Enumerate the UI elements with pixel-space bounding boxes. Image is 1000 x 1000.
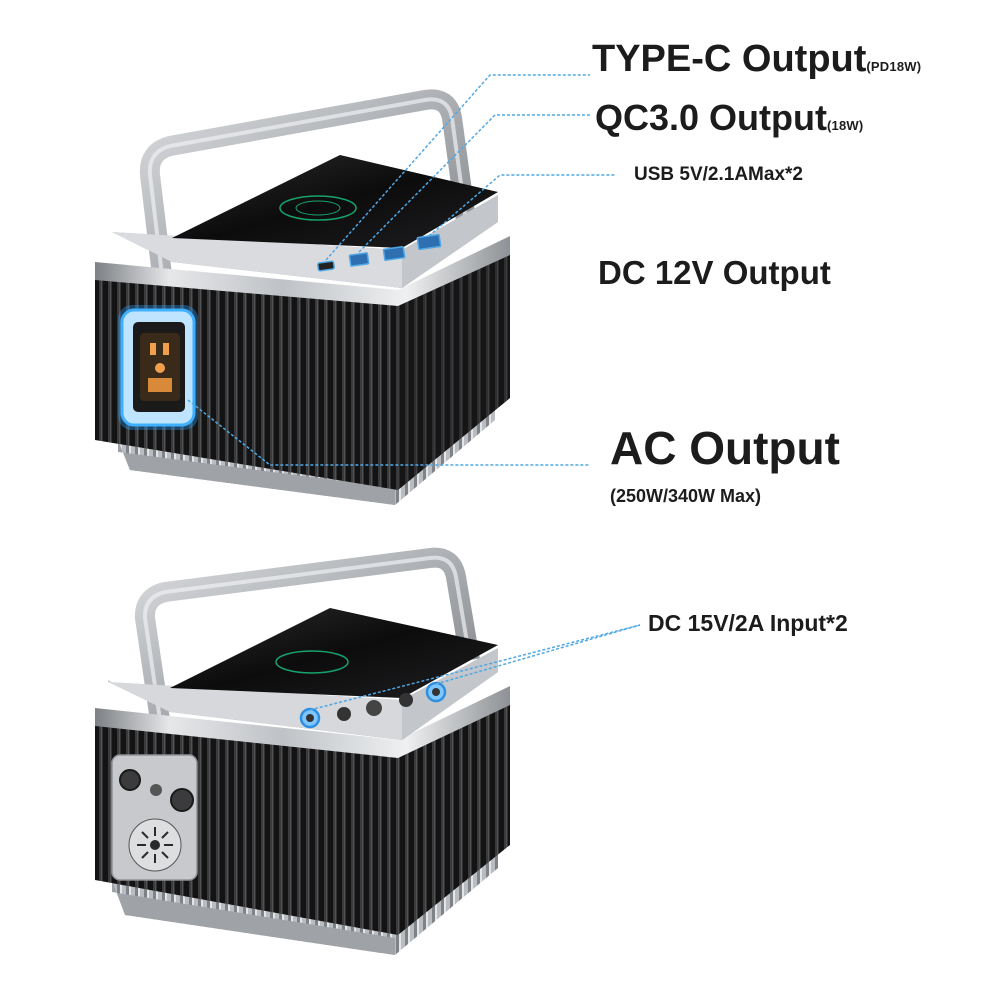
dc15-input-label: DC 15V/2A Input*2 [648, 610, 848, 636]
ac-output-spec: (250W/340W Max) [610, 486, 762, 506]
fan-panel [111, 754, 198, 881]
typec-output-label: TYPE-C Output(PD18W) [592, 40, 921, 78]
front-leader-lines [187, 74, 615, 466]
dc12-output-label: DC 12V Output [598, 254, 831, 291]
typec-output-title: TYPE-C Output [592, 38, 867, 80]
ac-outlet-panel [118, 305, 198, 430]
qc-output-spec: (18W) [827, 118, 864, 133]
front-port-strip [317, 233, 442, 272]
typec-output-spec: (PD18W) [866, 59, 922, 74]
usb-output-label: USB 5V/2.1AMax*2 [634, 164, 803, 185]
ac-output-title: AC Output [610, 422, 840, 474]
rear-unit [95, 547, 641, 955]
front-unit [95, 74, 615, 505]
qc-output-title: QC3.0 Output [595, 97, 827, 138]
rear-port-strip [299, 681, 447, 729]
qc-output-label: QC3.0 Output(18W) [595, 100, 863, 136]
rear-leader-lines [309, 624, 641, 711]
